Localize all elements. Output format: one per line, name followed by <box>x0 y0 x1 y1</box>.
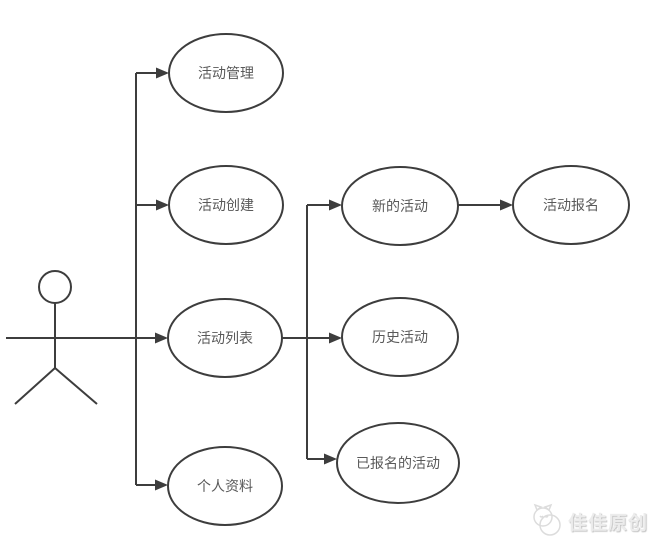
usecase-label: 活动创建 <box>198 198 254 214</box>
actor-head <box>38 270 72 304</box>
usecase-label: 活动管理 <box>198 66 254 82</box>
arrowhead <box>329 199 342 211</box>
usecase-activity-list: 活动列表 <box>167 298 283 378</box>
usecase-label: 活动列表 <box>197 331 253 347</box>
usecase-ellipse <box>168 165 284 245</box>
actor-left-leg <box>14 367 56 405</box>
usecase-label: 已报名的活动 <box>356 456 440 472</box>
usecase-label: 新的活动 <box>372 199 428 215</box>
actor-figure <box>14 270 98 405</box>
usecase-label: 活动报名 <box>543 198 599 214</box>
actor-right-leg <box>54 367 98 405</box>
edge-actor-activity-list <box>155 332 168 344</box>
usecase-activity-management: 活动管理 <box>168 33 284 113</box>
usecase-ellipse <box>341 297 459 377</box>
usecase-ellipse <box>341 166 459 246</box>
usecase-label: 历史活动 <box>372 330 428 346</box>
usecase-activity-signup: 活动报名 <box>512 165 630 245</box>
usecase-ellipse <box>167 446 283 526</box>
edge-new-activity-activity-signup <box>458 199 513 211</box>
edge-activity-list-history-activity <box>329 332 342 344</box>
usecase-personal-profile: 个人资料 <box>167 446 283 526</box>
arrowhead <box>156 67 169 79</box>
connector-actor-trunk <box>6 73 157 485</box>
arrowhead <box>324 453 337 465</box>
edge-actor-activity-creation <box>136 199 169 211</box>
usecase-history-activity: 历史活动 <box>341 297 459 377</box>
usecase-new-activity: 新的活动 <box>341 166 459 246</box>
arrowhead <box>329 332 342 344</box>
usecase-ellipse <box>167 298 283 378</box>
usecase-registered-activities: 已报名的活动 <box>336 422 460 504</box>
arrowhead <box>155 479 168 491</box>
connector-activity-list-trunk <box>282 205 330 459</box>
arrowhead <box>155 332 168 344</box>
arrowhead <box>156 199 169 211</box>
edge-activity-list-registered-activities <box>307 453 337 465</box>
usecase-ellipse <box>168 33 284 113</box>
edge-actor-personal-profile <box>136 479 168 491</box>
usecase-label: 个人资料 <box>197 479 253 495</box>
edge-activity-list-new-activity <box>307 199 342 211</box>
edge-actor-activity-management <box>136 67 169 79</box>
usecase-activity-creation: 活动创建 <box>168 165 284 245</box>
usecase-ellipse <box>336 422 460 504</box>
usecase-ellipse <box>512 165 630 245</box>
arrowhead <box>500 199 513 211</box>
